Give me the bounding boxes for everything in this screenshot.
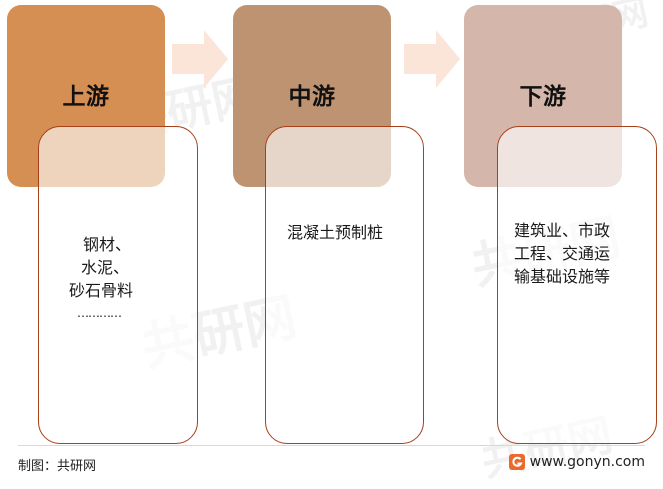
list-item: 建筑业、市政 [514, 221, 611, 240]
footer-divider [18, 445, 645, 446]
stage-midstream-items: 混凝土预制桩 [287, 221, 383, 244]
flow-arrow-icon [404, 30, 460, 88]
list-item: 工程、交通运 [514, 244, 611, 263]
stage-upstream-label: 上游 [62, 84, 110, 110]
stage-downstream-card: 建筑业、市政 工程、交通运 输基础设施等 [497, 126, 657, 444]
stage-upstream-card: 钢材、 水泥、 砂石骨料 ………… [38, 126, 198, 444]
site-branding: www.gonyn.com [508, 454, 645, 470]
list-item: 输基础设施等 [514, 267, 611, 286]
site-url: www.gonyn.com [529, 454, 645, 470]
gonyn-logo-icon [508, 454, 525, 470]
list-item: ………… [77, 306, 122, 320]
stage-upstream-items: 钢材、 水泥、 砂石骨料 ………… [69, 233, 133, 325]
stage-downstream-items: 建筑业、市政 工程、交通运 输基础设施等 [514, 219, 610, 288]
list-item: 钢材、 [83, 235, 132, 254]
list-item: 混凝土预制桩 [287, 223, 384, 242]
list-item: 砂石骨料 [69, 281, 134, 300]
list-item: 水泥、 [81, 258, 130, 277]
stage-downstream-label: 下游 [519, 84, 567, 110]
source-note: 制图：共研网 [18, 459, 97, 474]
stage-midstream-label: 中游 [288, 84, 336, 110]
stage-midstream-card: 混凝土预制桩 [265, 126, 424, 444]
flow-arrow-icon [172, 30, 228, 88]
